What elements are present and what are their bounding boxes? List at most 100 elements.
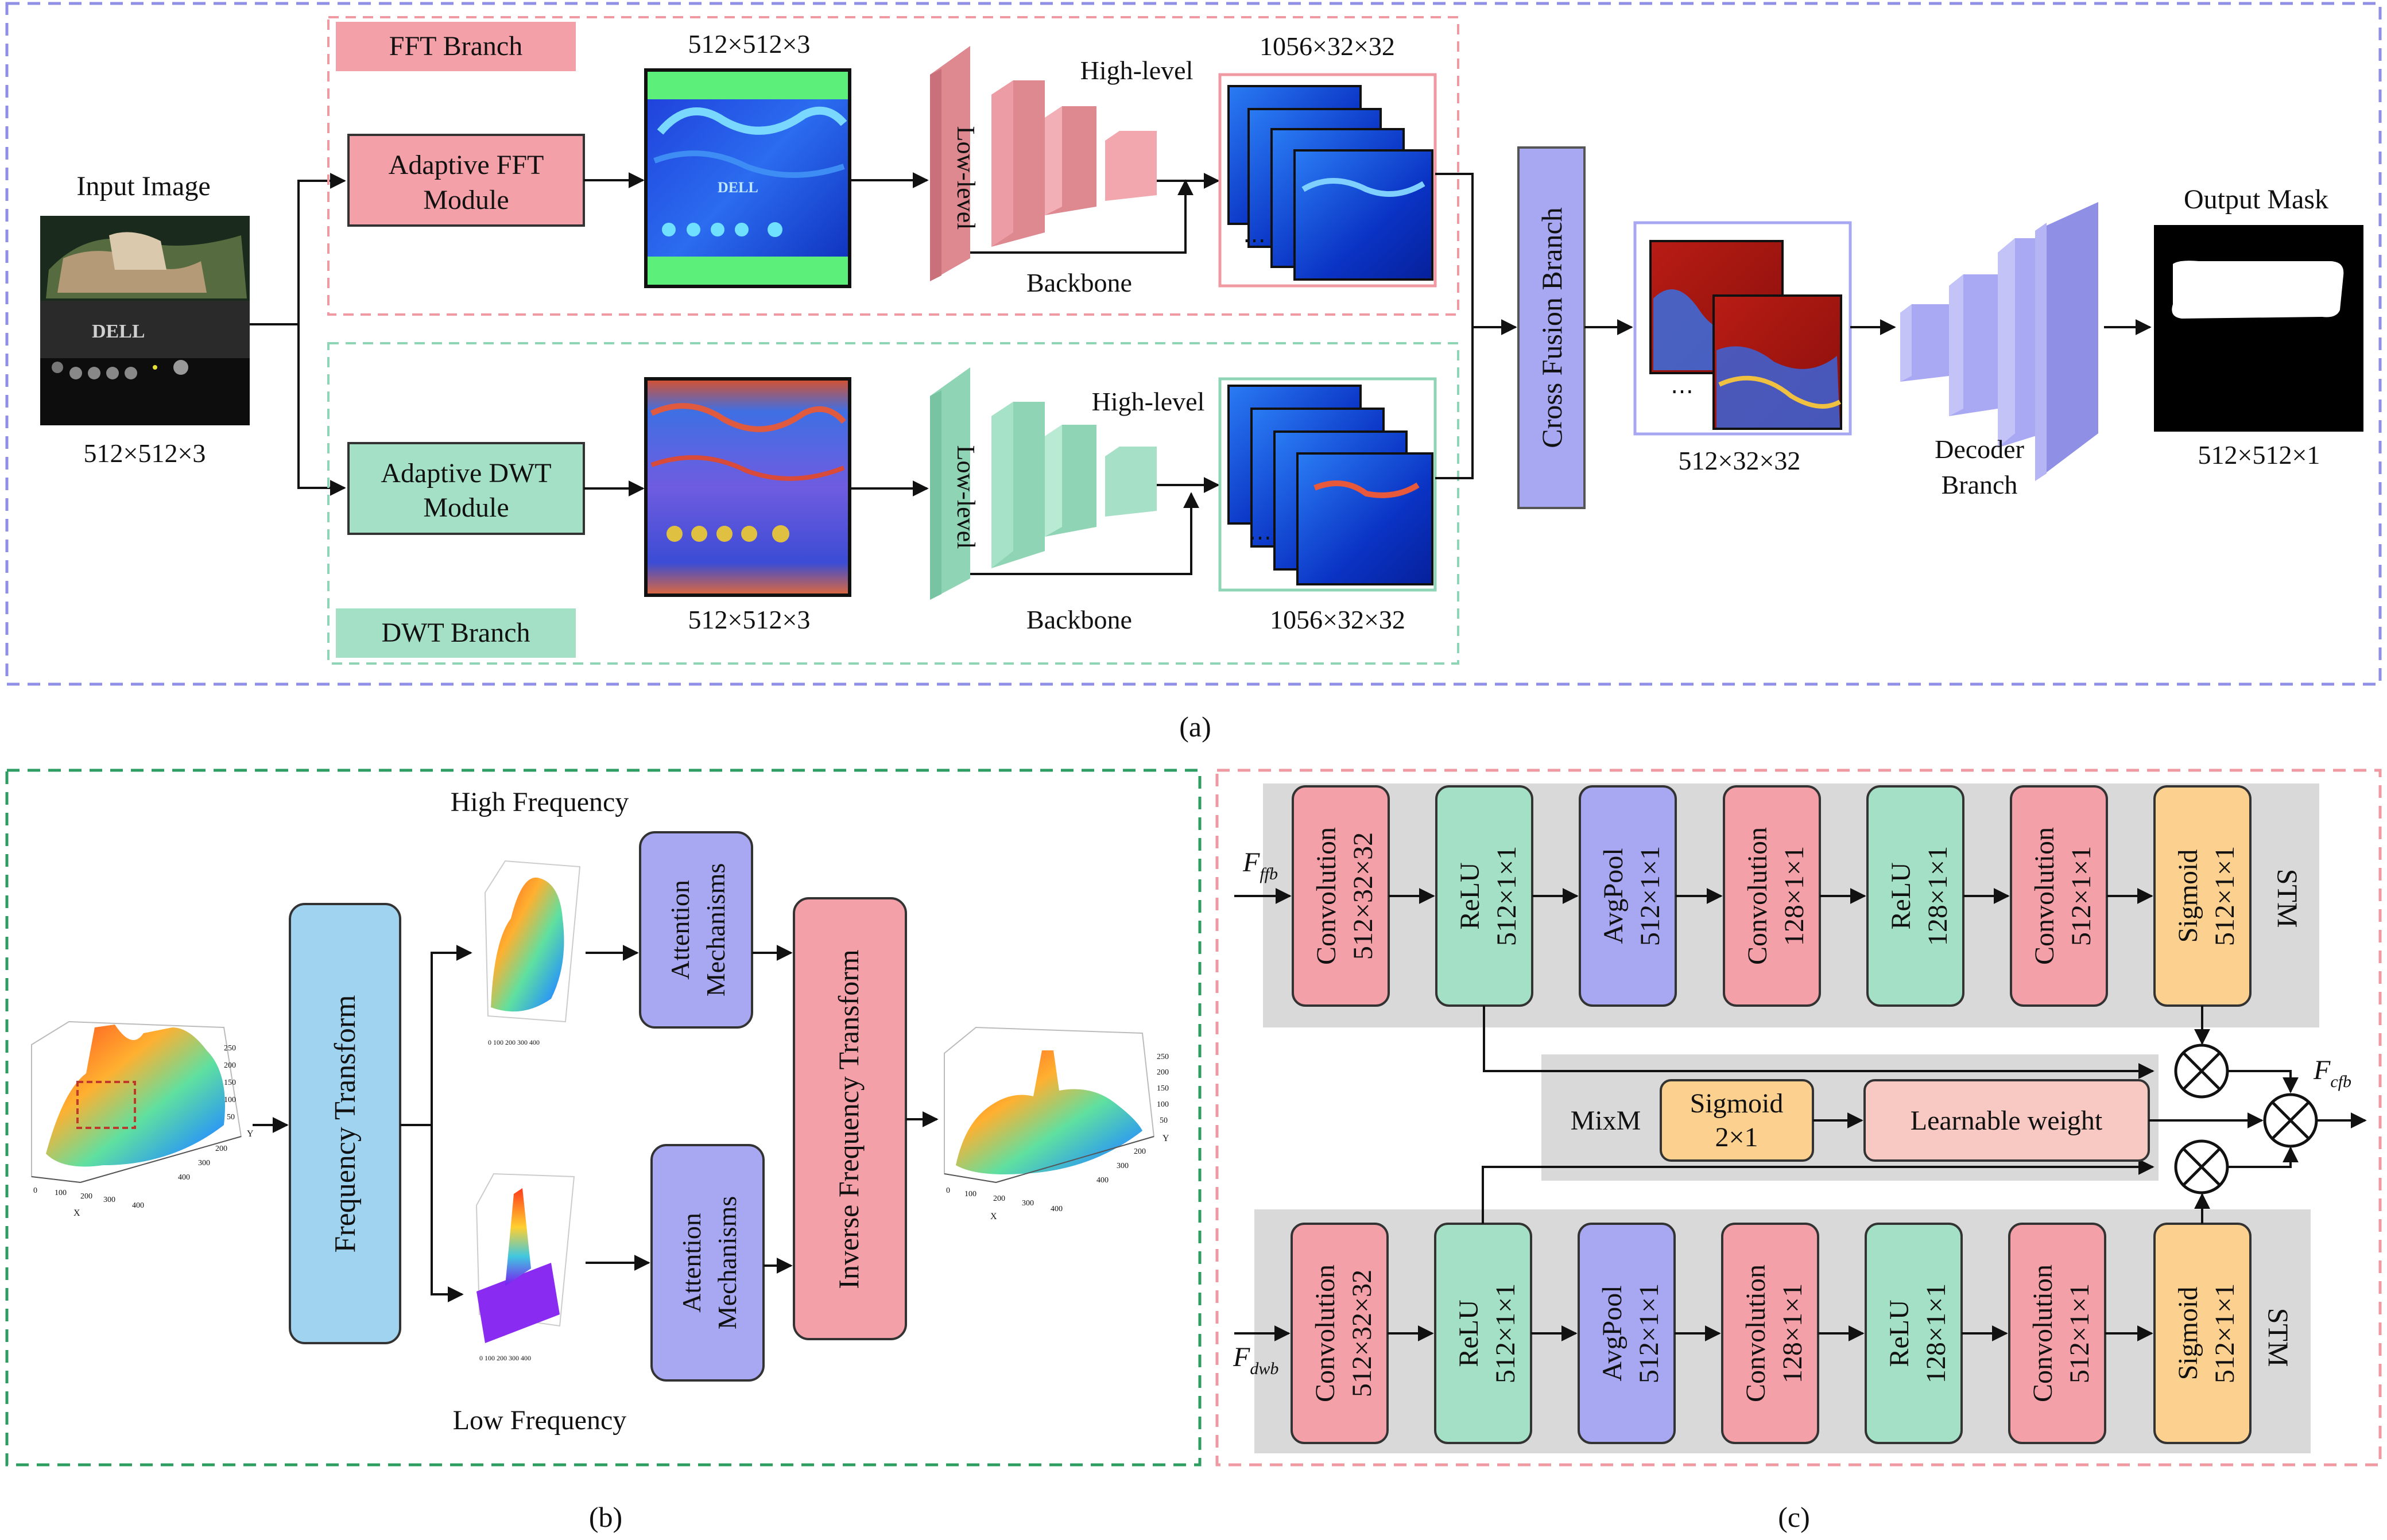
stm-bottom-label: STM [2262,1308,2295,1367]
input-image-title: Input Image [76,171,210,201]
stm-top-label: STM [2272,869,2304,928]
svg-text:512×1×1: 512×1×1 [2210,846,2240,946]
svg-text:Convolution: Convolution [1310,1264,1340,1402]
low-frequency-plot: 0 100 200 300 400 [475,1173,575,1362]
fft-backbone [930,46,1157,281]
dwt-feature-stack [1227,385,1433,585]
fft-high-level: High-level [1080,56,1194,85]
svg-text:400: 400 [1051,1205,1063,1213]
svg-text:128×1×1: 128×1×1 [1923,846,1953,946]
learnable-weight-label: Learnable weight [1911,1105,2103,1136]
fft-branch-label-box [336,22,576,71]
svg-text:X: X [73,1208,80,1218]
svg-text:Convolution: Convolution [2029,827,2060,965]
fused-dims: 512×32×32 [1679,446,1801,475]
dwt-feature-map [644,377,851,597]
svg-text:128×1×1: 128×1×1 [1921,1283,1951,1383]
svg-text:Convolution: Convolution [1741,1264,1771,1402]
adaptive-dwt-module-l1: Adaptive DWT [381,458,551,488]
svg-text:ReLU: ReLU [1886,862,1916,929]
caption-c: (c) [1778,1501,1810,1533]
stm-bottom-block-5: ReLU 128×1×1 [1865,1223,1963,1444]
dwt-low-level: Low-level [952,445,980,549]
svg-text:0 100 200 300 400: 0 100 200 300 400 [479,1354,531,1362]
dwt-feature-stack-frame [1218,377,1437,592]
caption-b: (b) [589,1501,622,1533]
adaptive-dwt-module [347,442,585,535]
svg-text:100: 100 [1157,1100,1169,1109]
cross-fusion-branch [1517,146,1586,509]
multiply-node-bottom [2174,1139,2229,1194]
svg-text:Sigmoid: Sigmoid [2173,1287,2203,1380]
decoder-l1: Decoder [1935,435,2024,464]
svg-text:512×1×1: 512×1×1 [1490,1283,1521,1383]
svg-text:Convolution: Convolution [2028,1264,2058,1402]
mix-sigmoid-l1: Sigmoid [1690,1088,1784,1119]
svg-text:AvgPool: AvgPool [1598,848,1629,944]
input-image-dims: 512×512×3 [84,439,206,468]
svg-text:DELL: DELL [718,179,758,196]
svg-text:512×1×1: 512×1×1 [1491,846,1522,946]
fft-out-dims: 1056×32×32 [1260,32,1395,61]
svg-text:150: 150 [224,1079,236,1087]
svg-text:512×1×1: 512×1×1 [2210,1283,2240,1383]
svg-text:200: 200 [1134,1147,1146,1156]
svg-text:X: X [990,1212,997,1221]
svg-text:200: 200 [224,1061,236,1070]
fused-feature-stack [1649,240,1842,430]
svg-text:Y: Y [247,1129,254,1139]
dwt-stack-ellipsis: ⋯ [1249,525,1272,550]
stm-bottom-block-3: AvgPool 512×1×1 [1578,1223,1676,1444]
stm-top-block-5: ReLU 128×1×1 [1866,785,1964,1007]
attention-low-box [650,1144,765,1382]
svg-text:512×1×1: 512×1×1 [2064,1283,2095,1383]
stm-top-blocks: Convolution 512×32×32 ReLU 512×1×1 AvgPo… [1292,785,2252,1007]
svg-text:0 100 200 300 400: 0 100 200 300 400 [488,1038,540,1046]
svg-text:300: 300 [198,1159,210,1167]
svg-text:400: 400 [1096,1176,1109,1185]
svg-text:512×32×32: 512×32×32 [1347,1270,1377,1397]
svg-text:100: 100 [55,1189,67,1197]
dell-logo: DELL [92,321,145,342]
svg-text:250: 250 [224,1044,236,1053]
input-dwb: Fdwb [1233,1342,1278,1378]
attention-low-l1: Attention [677,1213,706,1313]
fft-stack-ellipsis: ⋯ [1243,227,1266,253]
svg-text:512×1×1: 512×1×1 [1634,1283,1664,1383]
panel-b-frame [5,769,1202,1467]
svg-text:50: 50 [227,1113,235,1122]
svg-text:AvgPool: AvgPool [1597,1285,1628,1381]
frequency-transform-box [289,903,401,1344]
svg-text:0: 0 [33,1186,37,1195]
dwt-branch-frame [327,342,1459,665]
stm-top-block-1: Convolution 512×32×32 [1292,785,1390,1007]
svg-text:ReLU: ReLU [1455,862,1485,929]
low-frequency-label: Low Frequency [453,1405,627,1436]
stm-bottom-block-1: Convolution 512×32×32 [1291,1223,1389,1444]
svg-text:200: 200 [1157,1068,1169,1077]
fft-feature-map: DELL [644,68,851,288]
dwt-branch-label: DWT Branch [381,618,530,648]
output-mask [2154,225,2363,432]
svg-text:50: 50 [1160,1116,1168,1125]
svg-text:ReLU: ReLU [1884,1300,1915,1367]
fft-low-level: Low-level [952,126,980,230]
stm-bottom-block-6: Convolution 512×1×1 [2008,1223,2106,1444]
stm-top-block-2: ReLU 512×1×1 [1435,785,1533,1007]
stm-top-block-7: Sigmoid 512×1×1 [2153,785,2252,1007]
output-mask-dims: 512×512×1 [2198,440,2320,470]
decoder-l2: Branch [1942,470,2018,499]
svg-text:200: 200 [215,1145,227,1153]
svg-text:Convolution: Convolution [1742,827,1773,965]
svg-text:300: 300 [1117,1162,1129,1170]
svg-text:128×1×1: 128×1×1 [1777,1283,1808,1383]
fft-branch-label: FFT Branch [389,31,522,61]
inverse-transform-label: Inverse Frequency Transform [832,949,865,1289]
panel-c-frame [1215,769,2382,1467]
stm-bottom-block-2: ReLU 512×1×1 [1434,1223,1532,1444]
svg-text:100: 100 [224,1096,236,1104]
attention-low-l2: Mechanisms [712,1196,742,1330]
